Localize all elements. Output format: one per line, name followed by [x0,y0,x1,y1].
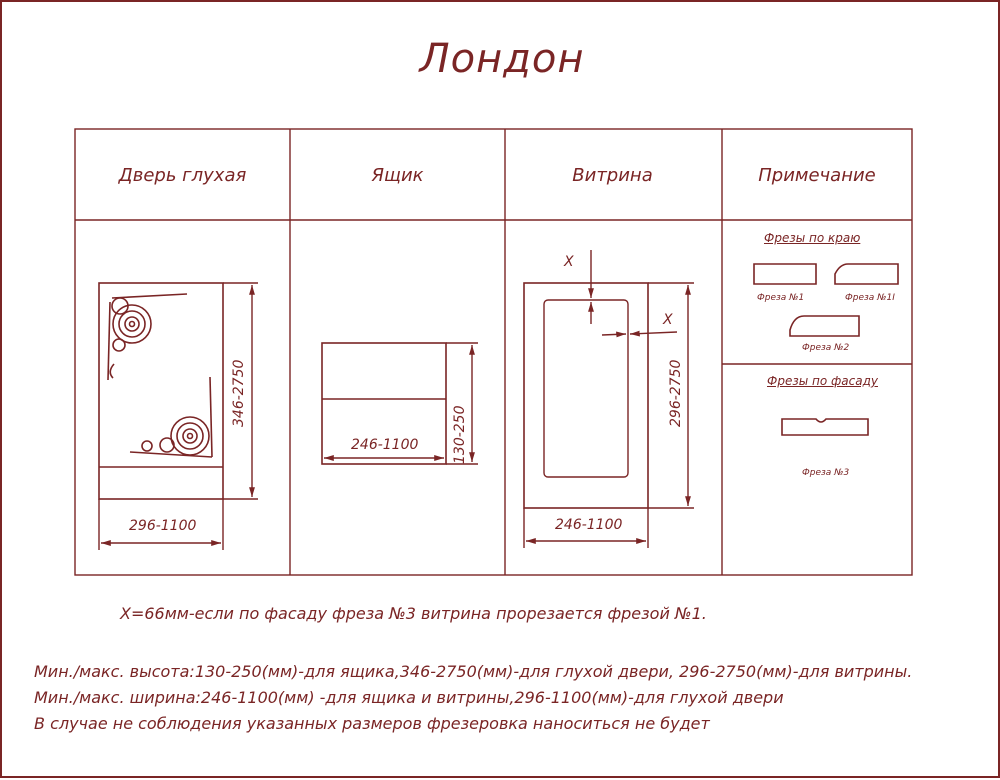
column-header-showcase: Витрина [572,165,653,186]
profile-mill-1 [753,263,817,285]
note-size-warning: В случае не соблюдения указанных размеро… [34,714,710,733]
facade-mills-title: Фрезы по фасаду [767,374,878,388]
showcase-height-dimension: 296-2750 [668,359,684,427]
mill-profiles [753,263,899,436]
blind-door-height-dimension: 346-2750 [231,359,247,427]
mill-1-label: Фреза №1 [757,293,805,303]
showcase-marker-side: X [663,312,673,328]
drawer-width-dimension: 246-1100 [351,437,419,453]
drawer-height-dimension: 130-250 [452,405,468,465]
blind-door-width-dimension: 296-1100 [129,518,197,534]
showcase-marker-top: X [564,254,574,270]
note-min-max-height: Мин./макс. высота:130-250(мм)-для ящика,… [34,662,913,681]
mill-2-label: Фреза №2 [802,343,850,353]
column-header-blind-door: Дверь глухая [118,165,247,186]
profile-mill-3 [781,418,869,436]
blind-door-drawing [98,282,258,550]
column-header-drawer: Ящик [371,165,424,186]
edge-mills-title: Фрезы по краю [764,231,861,245]
showcase-width-dimension: 246-1100 [555,517,623,533]
profile-mill-2 [789,315,860,337]
mill-3-label: Фреза №3 [802,468,850,478]
mill-1a-label: Фреза №1I [845,293,895,303]
ornament-top-left [107,293,188,381]
note-min-max-width: Мин./макс. ширина:246-1100(мм) -для ящик… [34,688,784,707]
drawer-drawing [321,342,478,465]
showcase-drawing [523,250,694,548]
profile-mill-1a [834,263,899,285]
footnote-x-definition: X=66мм-если по фасаду фреза №3 витрина п… [120,604,707,623]
column-header-note: Примечание [758,165,876,186]
table-frame [74,128,913,576]
page-title: Лондон [419,36,585,82]
ornament-bottom-right [129,376,213,458]
